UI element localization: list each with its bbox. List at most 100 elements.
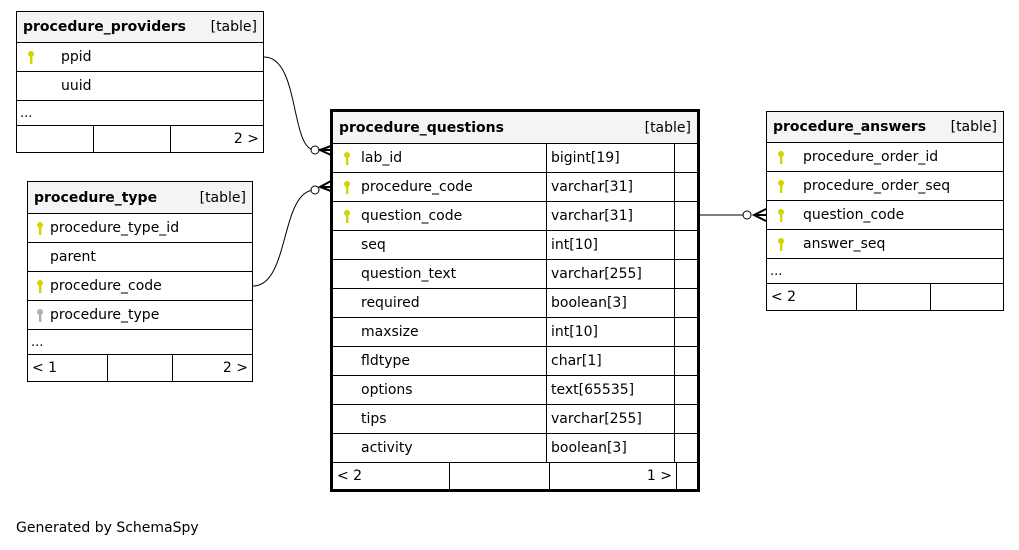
optional-marker [742,210,752,220]
column-type: text[65535] [547,376,675,404]
primary-key-icon [773,150,789,165]
primary-key-icon [339,151,355,166]
column-row[interactable]: question_code [767,201,1003,230]
optional-marker [310,185,320,195]
column-row[interactable]: question_code varchar[31] [333,202,697,231]
column-type: varchar[31] [547,202,675,230]
column-name: fldtype [361,353,410,369]
column-row[interactable]: tips varchar[255] [333,405,697,434]
table-header[interactable]: procedure_providers [table] [17,12,263,43]
column-type: varchar[255] [547,260,675,288]
column-row[interactable]: options text[65535] [333,376,697,405]
table-procedure-questions[interactable]: procedure_questions [table] lab_id bigint… [330,109,700,492]
primary-key-icon [773,237,789,252]
column-name: ppid [61,49,92,65]
column-row[interactable]: procedure_code [28,272,252,301]
column-name: question_code [361,208,463,224]
column-name: lab_id [361,150,403,166]
column-type: int[10] [547,231,675,259]
column-row[interactable]: required boolean[3] [333,289,697,318]
table-name: procedure_type [34,189,158,206]
footer-middle [94,126,171,152]
primary-key-icon [32,279,48,294]
column-name: answer_seq [803,236,886,252]
column-row[interactable]: procedure_order_seq [767,172,1003,201]
crowfoot-marker [317,180,332,192]
footer-middle [108,355,173,381]
table-header[interactable]: procedure_type [table] [28,182,252,214]
column-row[interactable]: question_text varchar[255] [333,260,697,289]
primary-key-icon [339,209,355,224]
column-name: procedure_code [50,278,162,294]
column-name: seq [361,237,386,253]
table-name: procedure_questions [339,119,504,136]
footer-right[interactable] [931,284,1003,310]
column-name: maxsize [361,324,419,340]
footer-left[interactable] [17,126,94,152]
table-procedure-answers[interactable]: procedure_answers [table] procedure_orde… [766,111,1004,311]
column-name: question_code [803,207,905,223]
column-name: required [361,295,420,311]
column-type: char[1] [547,347,675,375]
footer-right[interactable]: 2 > [222,360,248,376]
table-footer: 2 > [17,126,263,152]
column-name: procedure_order_id [803,149,939,165]
column-name: procedure_type [50,307,160,323]
column-name: question_text [361,266,457,282]
table-kind: [table] [210,19,257,35]
column-name: options [361,382,413,398]
column-row[interactable]: procedure_type_id [28,214,252,243]
column-type: boolean[3] [547,289,675,317]
footer-left[interactable]: < 2 [333,463,450,489]
table-footer: < 1 2 > [28,355,252,381]
crowfoot-marker [317,145,332,156]
column-row[interactable]: lab_id bigint[19] [333,144,697,173]
table-kind: [table] [950,119,997,135]
column-row[interactable]: ppid [17,43,263,72]
footer-right[interactable]: 2 > [233,131,259,147]
table-header[interactable]: procedure_answers [table] [767,112,1003,143]
primary-key-icon [773,179,789,194]
column-row[interactable]: parent [28,243,252,272]
table-procedure-type[interactable]: procedure_type [table] procedure_type_id… [27,181,253,382]
table-header[interactable]: procedure_questions [table] [333,112,697,144]
primary-key-icon [32,221,48,236]
more-columns: ... [17,101,263,126]
generated-by-label: Generated by SchemaSpy [16,520,199,536]
link-type-questions [252,189,316,287]
column-type: varchar[255] [547,405,675,433]
table-name: procedure_providers [23,19,186,35]
footer-middle [857,284,931,310]
table-kind: [table] [199,189,246,206]
column-name: procedure_order_seq [803,178,951,194]
footer-right[interactable]: 1 > [646,468,672,484]
column-type: bigint[19] [547,144,675,172]
column-row[interactable]: procedure_order_id [767,143,1003,172]
column-row[interactable]: answer_seq [767,230,1003,259]
column-name: tips [361,411,387,427]
table-name: procedure_answers [773,119,927,135]
footer-left[interactable]: < 1 [28,355,108,381]
column-name: procedure_type_id [50,220,180,236]
column-row[interactable]: uuid [17,72,263,101]
table-kind: [table] [644,119,691,136]
more-columns: ... [767,259,1003,284]
table-procedure-providers[interactable]: procedure_providers [table] ppid uuid ..… [16,11,264,153]
link-providers-questions [263,56,316,151]
column-name: activity [361,440,413,456]
column-row[interactable]: seq int[10] [333,231,697,260]
footer-left[interactable]: < 2 [767,284,857,310]
column-row[interactable]: procedure_type [28,301,252,330]
column-name: parent [50,249,96,265]
column-row[interactable]: fldtype char[1] [333,347,697,376]
crowfoot-marker [751,208,767,222]
column-type: varchar[31] [547,173,675,201]
footer-middle [450,463,550,489]
primary-key-icon [339,180,355,195]
